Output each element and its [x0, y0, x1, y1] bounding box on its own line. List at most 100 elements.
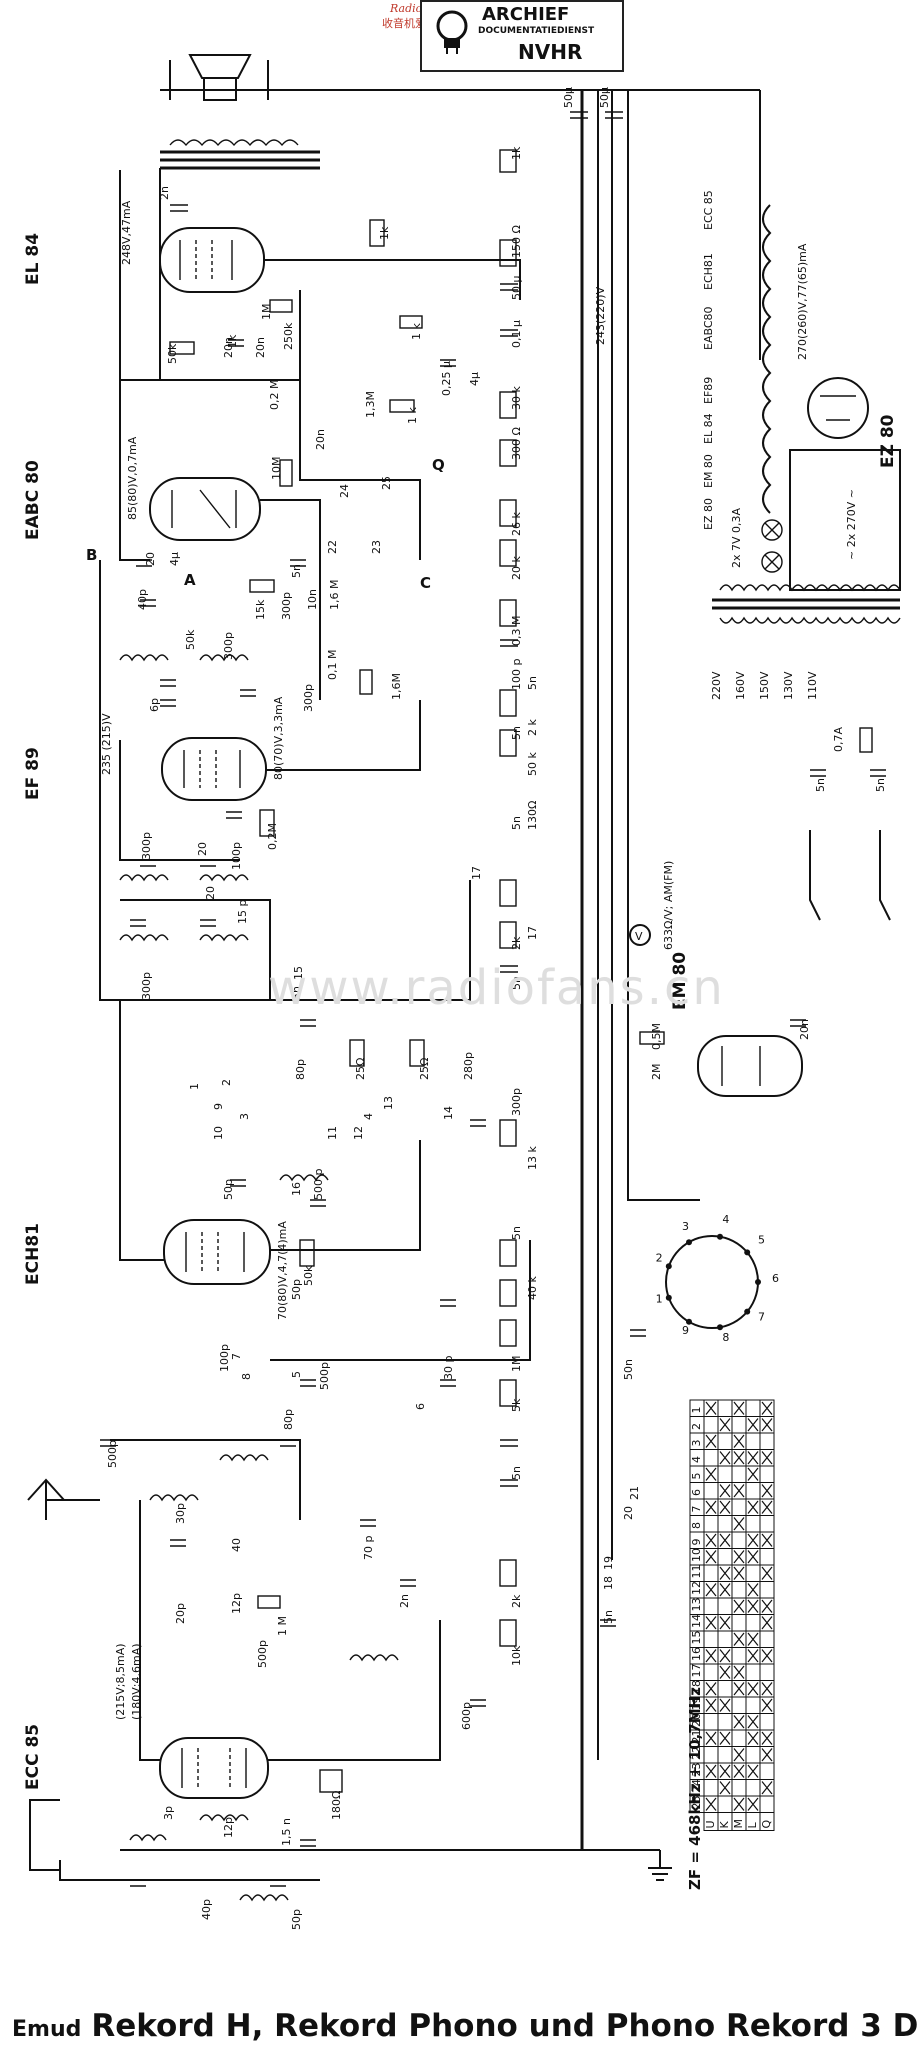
component-value-r2k-b: 2k: [510, 936, 523, 950]
switch-table-mark: [761, 1566, 773, 1580]
component-value-c300p-e: 300p: [140, 972, 153, 1000]
component-value-c80p-b: 80p: [282, 1409, 295, 1430]
component-value-c40p-b: 40: [230, 1538, 243, 1552]
switch-table-mark: [761, 1698, 773, 1712]
switch-table-cell: [731, 1779, 747, 1797]
label-tap-b: B: [86, 546, 97, 564]
socket-pin-dot: [717, 1324, 723, 1331]
switch-table-header: 23: [690, 1763, 703, 1777]
component-value-c5n-f: 5n: [290, 986, 303, 1000]
mains-tap-220: 220V: [710, 671, 723, 700]
socket-pin-6: 6: [772, 1272, 779, 1285]
component-value-r50k-d: 50k: [302, 1265, 315, 1286]
switch-table-mark: [733, 1764, 745, 1778]
component-value-c5n-e: 5n: [510, 976, 523, 990]
wire-em80-tap: [627, 1170, 700, 1201]
switch-table-mark: [705, 1698, 717, 1712]
tube-label-ez80: EZ 80: [878, 414, 898, 468]
wire-osc: [270, 1240, 531, 1361]
component-value-c500p-c: 500p: [106, 1440, 119, 1468]
switch-table-cell: [731, 1614, 747, 1632]
switch-contact-2: 2: [220, 1079, 233, 1086]
component-value-c03m: 0,3 M: [510, 616, 523, 646]
component-value-r16m-b: 1,6M: [390, 673, 403, 700]
socket-pin-dot: [717, 1233, 723, 1240]
switch-table-mark: [705, 1649, 717, 1663]
component-value-r15k: 15k: [254, 599, 267, 620]
switch-table-mark: [719, 1583, 731, 1597]
component-value-c01u: 0,1 µ: [510, 320, 523, 348]
tube-socket-diagram: [665, 1235, 759, 1329]
socket-pin-dot: [744, 1249, 751, 1256]
component-value-c40p: 40p: [136, 589, 149, 610]
switch-contact-14: 14: [442, 1106, 455, 1120]
switch-contact-23: 23: [370, 540, 383, 554]
switch-table-mark: [719, 1731, 731, 1745]
component-value-c20n-b: 20n: [254, 337, 267, 358]
switch-contact-8: 8: [240, 1373, 253, 1380]
switch-table-mark: [705, 1731, 717, 1745]
switch-table-header: 15: [690, 1631, 703, 1645]
label-hv-bus: 243(220)V: [594, 286, 607, 345]
socket-pin-dot: [744, 1308, 751, 1315]
component-value-c12p: 12p: [230, 1593, 243, 1614]
switch-table-cell: [745, 1515, 761, 1533]
component-value-c300p-d: 300p: [140, 832, 153, 860]
switch-table-mark: [733, 1550, 745, 1564]
component-value-c15p-b: 1,5 n: [280, 1818, 293, 1846]
heater-ecc85: ECC 85: [702, 190, 715, 230]
stamp-line-2: DOCUMENTATIEDIENST: [478, 26, 595, 36]
switch-table-cell: [717, 1432, 733, 1450]
component-value-c2n: 2n: [158, 186, 171, 200]
label-mains-ac: ~ 2x 270V ~: [845, 489, 858, 560]
component-value-r02m: 0,2 M: [268, 380, 281, 410]
component-value-c50u-b: 50µ: [598, 87, 611, 108]
component-value-c5n-h: 5n: [510, 1466, 523, 1480]
component-value-r1k-e: 1 k: [406, 407, 419, 424]
component-value-r1k-c: 1 k: [410, 323, 423, 340]
switch-table-row-label-cell: [759, 1812, 775, 1831]
switch-table-header: 24: [690, 1779, 703, 1793]
switch-table-cell: [745, 1399, 761, 1417]
component-value-c5n-b: 5n: [526, 676, 539, 690]
switch-table-mark: [719, 1665, 731, 1679]
switch-contact-25: 25: [380, 476, 393, 490]
socket-pin-7: 7: [758, 1311, 765, 1324]
switch-table-cell: [759, 1630, 775, 1648]
component-value-c10n: 10n: [306, 589, 319, 610]
component-value-r50k-b: 50k: [184, 629, 197, 650]
switch-table-mark: [733, 1401, 745, 1415]
socket-pin-dot: [755, 1279, 761, 1285]
switch-table-cell: [731, 1498, 747, 1516]
switch-table-cell: [759, 1795, 775, 1813]
component-value-r20k: 20 k: [510, 556, 523, 580]
switch-table-header: 11: [690, 1565, 703, 1579]
switch-table-mark: [733, 1599, 745, 1613]
switch-table-cell: [731, 1465, 747, 1483]
switch-contact-18: 18: [602, 1576, 615, 1590]
component-value-c5n-i: 5n: [602, 1610, 615, 1624]
heater-eabc80: EABC80: [702, 306, 715, 350]
switch-table-header: 9: [690, 1539, 703, 1546]
switch-table-mark: [719, 1484, 731, 1498]
socket-pin-dot: [686, 1318, 692, 1325]
component-value-c20-a: 20: [144, 552, 157, 566]
component-value-c30p-b: 30p: [174, 1503, 187, 1524]
switch-table-header: 21: [690, 1730, 703, 1744]
switch-contact-3: 3: [238, 1113, 251, 1120]
switch-table-mark: [761, 1451, 773, 1465]
component-value-c40p-c: 40p: [200, 1899, 213, 1920]
label-fuse: 0,7A: [832, 727, 845, 752]
component-value-r30: 30 k: [510, 386, 523, 410]
switch-table-cell: [731, 1531, 747, 1549]
component-value-r180: 180Ω: [330, 1791, 343, 1820]
loudspeaker-icon: [169, 54, 269, 101]
wire-el84-loop: [119, 170, 300, 381]
switch-contact-1: 1: [188, 1083, 201, 1090]
switch-table-cell: [745, 1432, 761, 1450]
component-value-c50n: 50n: [622, 1359, 635, 1380]
switch-table-mark: [719, 1649, 731, 1663]
component-value-c100p-b: 100p: [230, 842, 243, 870]
switch-table-header: 10: [690, 1548, 703, 1562]
